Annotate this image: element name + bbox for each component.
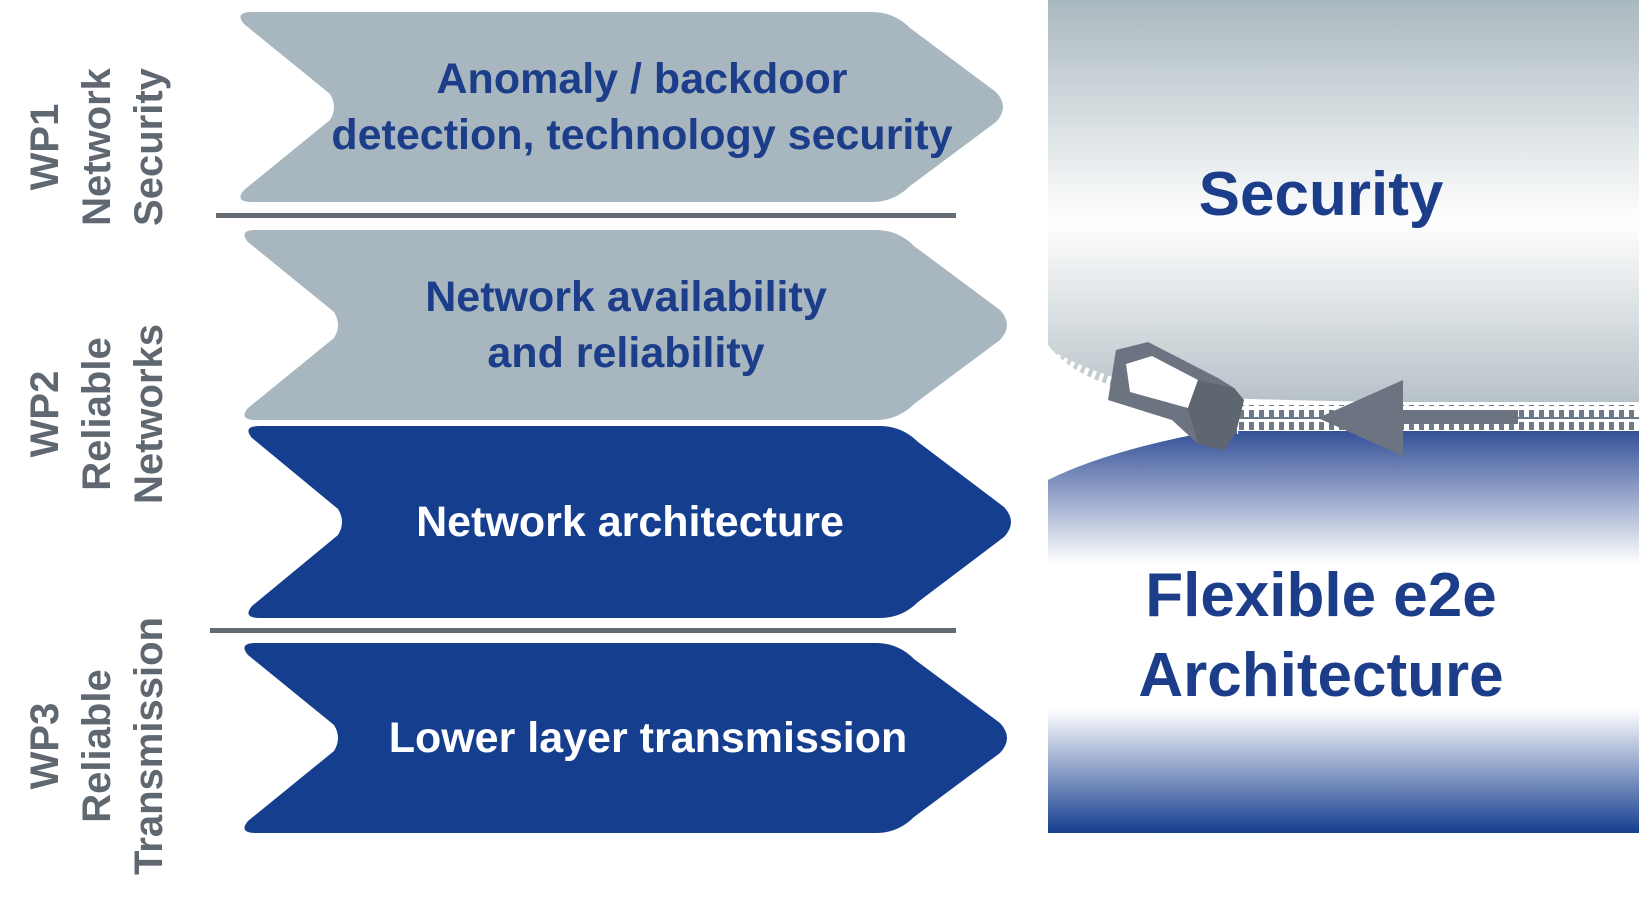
chevron-anomaly-detection: Anomaly / backdoor detection, technology… (234, 12, 1010, 202)
chevron-shape (248, 426, 1011, 618)
wp2-line3: Networks (127, 323, 171, 505)
wp2-id: WP2 (23, 370, 67, 458)
chevron-lower-layer: Lower layer transmission (238, 643, 1014, 833)
chevron-anomaly-line1: Anomaly / backdoor (436, 55, 848, 103)
wp1-label: WP1 Network Security (19, 27, 175, 267)
zipper-graphic (1048, 0, 1639, 833)
zipper-panel: Security Flexible e2e Architecture (1048, 0, 1639, 833)
chevron-lower-layer-text: Lower layer transmission (345, 710, 908, 766)
wp3-line2: Reliable (75, 669, 119, 823)
divider-wp1-wp2 (216, 213, 956, 218)
chevron-network-architecture: Network architecture (242, 426, 1018, 618)
chevron-lower-layer-line1: Lower layer transmission (388, 714, 908, 762)
chevron-shape (244, 643, 1007, 833)
wp3-id: WP3 (23, 702, 67, 790)
chevron-shape (240, 12, 1003, 202)
flexible-line2: Architecture (1138, 641, 1504, 710)
wp2-line2: Reliable (75, 337, 119, 491)
chevron-anomaly-text: Anomaly / backdoor detection, technology… (291, 51, 952, 163)
chevron-network-availability: Network availability and reliability (238, 230, 1014, 420)
wp3-label: WP3 Reliable Transmission (19, 586, 175, 906)
wp1-line3: Security (127, 68, 171, 226)
security-label: Security (1198, 160, 1444, 229)
security-region (1048, 0, 1639, 402)
chevron-availability-line2: and reliability (487, 329, 765, 377)
wp1-line2: Network (75, 68, 119, 226)
wp2-label: WP2 Reliable Networks (19, 284, 175, 544)
chevron-availability-text: Network availability and reliability (425, 269, 827, 381)
chevron-architecture-line1: Network architecture (416, 498, 844, 546)
flexible-architecture-label: Flexible e2e Architecture (1048, 556, 1594, 716)
wp1-id: WP1 (23, 103, 67, 191)
architecture-region (1048, 419, 1639, 833)
chevron-shape (244, 230, 1007, 420)
chevron-anomaly-line2: detection, technology security (331, 111, 953, 159)
zipper-pull-icon (1108, 342, 1244, 450)
flexible-line1: Flexible e2e (1145, 561, 1497, 630)
chevron-architecture-text: Network architecture (416, 494, 844, 550)
wp3-line3: Transmission (127, 617, 171, 875)
chevron-availability-line1: Network availability (425, 273, 827, 321)
left-arrow-icon (1318, 380, 1518, 456)
divider-wp2-wp3 (210, 628, 956, 633)
